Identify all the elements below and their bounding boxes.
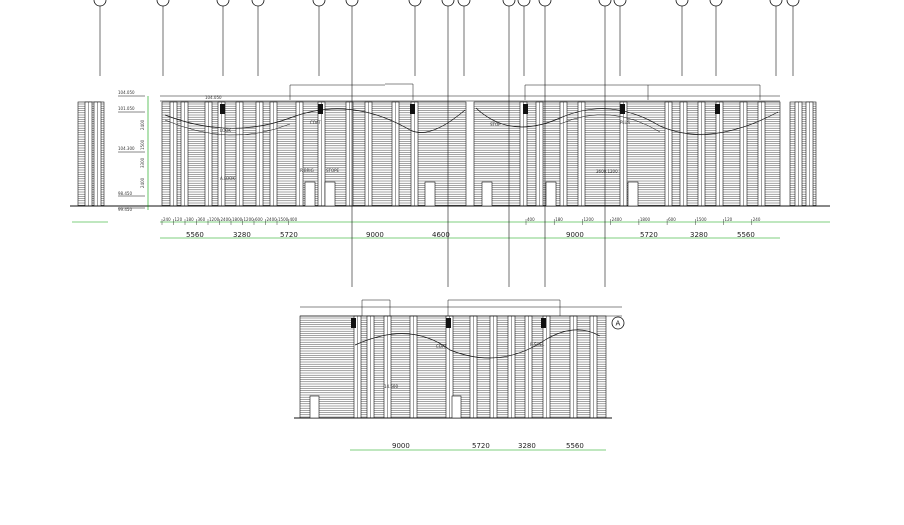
axis-label: A xyxy=(713,0,718,2)
sub-dimension-label: 400 xyxy=(290,217,298,222)
level-label: 104.050 xyxy=(118,90,135,95)
sub-dimension-label: 1200 xyxy=(244,217,255,222)
dimension-label: 3280 xyxy=(690,231,708,239)
sub-dimension-label: 180 xyxy=(555,217,563,222)
level-dim: 3300 xyxy=(140,157,145,168)
dimension-label: 9000 xyxy=(392,442,410,450)
axis-label: A xyxy=(616,320,621,328)
annotation-plus: PLUS xyxy=(620,120,630,125)
dimension-label: 9000 xyxy=(366,231,384,239)
sub-dimension-label: 120 xyxy=(725,217,733,222)
sub-dimension-label: 1800 xyxy=(232,217,243,222)
level-label: 104.300 xyxy=(118,146,135,151)
axis-bubble-side: A xyxy=(611,316,625,330)
axis-bubbles-bottom: AAAAA xyxy=(345,0,612,287)
dimension-label: 4600 xyxy=(432,231,450,239)
elevation-top-right: STOP PLUS 3600.1200 400 180 1200 2400 1800 60… xyxy=(470,84,830,239)
annotation-r-brig: R.BRIG xyxy=(300,168,314,173)
axis-label: A xyxy=(220,0,225,2)
dimension-label: 5560 xyxy=(566,442,584,450)
axis-label: A xyxy=(521,0,526,2)
annotation-3600: 3600.1200 xyxy=(596,169,618,174)
annotation-coat: COAT xyxy=(310,120,321,125)
dimension-label: 5720 xyxy=(280,231,298,239)
level-label: 101.050 xyxy=(118,106,135,111)
axis-label: A xyxy=(316,0,321,2)
level-dim: 1500 xyxy=(140,139,145,150)
sub-dimension-label: 1800 xyxy=(640,217,651,222)
elevation-bottom: R.SHEL COAT 14.500 9000 5720 3280 5560 xyxy=(294,299,622,451)
annotation-r-shel: R.SHEL xyxy=(530,342,545,347)
annotation-stop: STOP xyxy=(490,122,501,127)
sub-dimension-label: 600 xyxy=(668,217,676,222)
axis-label: A xyxy=(602,0,607,2)
sub-dimension-label: 360 xyxy=(198,217,206,222)
elevation-top-left: COAT LOOK A.LOOK R.BRIG STOPE 104.050 10… xyxy=(70,83,470,239)
dimension-label: 9000 xyxy=(566,231,584,239)
annotation-a-look: A.LOOK xyxy=(220,176,235,181)
level-label: 98.450 xyxy=(118,191,132,196)
level-label: 99.450 xyxy=(118,207,132,212)
axis-label: A xyxy=(679,0,684,2)
axis-label: A xyxy=(412,0,417,2)
dimension-label: 3280 xyxy=(233,231,251,239)
annotation-coat: COAT xyxy=(436,344,447,349)
sub-dimension-label: 1500 xyxy=(278,217,289,222)
axis-label: A xyxy=(255,0,260,2)
axis-label: A xyxy=(542,0,547,2)
sub-dimension-label: 600 xyxy=(255,217,263,222)
axis-label: A xyxy=(617,0,622,2)
dimension-label: 5720 xyxy=(640,231,658,239)
axis-label: A xyxy=(773,0,778,2)
roof-level: 104.050 xyxy=(205,95,222,100)
sub-dimension-label: 120 xyxy=(175,217,183,222)
level-dim: 2400 xyxy=(140,177,145,188)
axis-label: A xyxy=(461,0,466,2)
sub-dimension-label: 180 xyxy=(186,217,194,222)
annotation-stope: STOPE xyxy=(326,168,340,173)
columns-right xyxy=(519,101,814,207)
dimension-label: 5720 xyxy=(472,442,490,450)
level-dim: 2400 xyxy=(140,119,145,130)
columns-bottom xyxy=(353,315,598,419)
dimension-label: 5560 xyxy=(737,231,755,239)
axis-label: A xyxy=(349,0,354,2)
sub-dimension-label: 1200 xyxy=(209,217,220,222)
dimension-label: 5560 xyxy=(186,231,204,239)
axis-label: A xyxy=(97,0,102,2)
dimension-label: 3280 xyxy=(518,442,536,450)
sub-dimension-label: 400 xyxy=(527,217,535,222)
axis-label: A xyxy=(160,0,165,2)
sub-dimensions-right: 400 180 1200 2400 1800 600 1500 120 240 xyxy=(525,217,761,225)
sub-dimension-label: 2400 xyxy=(612,217,623,222)
axis-label: A xyxy=(506,0,511,2)
annotation-14500: 14.500 xyxy=(384,384,398,389)
level-markers: 104.050 101.050 104.300 98.450 99.450 24… xyxy=(118,90,149,212)
sub-dimension-label: 2400 xyxy=(267,217,278,222)
axis-label: A xyxy=(445,0,450,2)
axis-bubbles-top: AAAAAAAAAAAAA xyxy=(93,0,800,76)
sub-dimension-label: 1200 xyxy=(583,217,594,222)
axis-label: A xyxy=(790,0,795,2)
sub-dimension-label: 240 xyxy=(163,217,171,222)
sub-dimension-label: 240 xyxy=(753,217,761,222)
sub-dimension-label: 2400 xyxy=(221,217,232,222)
columns-left xyxy=(84,101,419,207)
annotation-look: LOOK xyxy=(220,128,231,133)
sub-dimension-label: 1500 xyxy=(696,217,707,222)
